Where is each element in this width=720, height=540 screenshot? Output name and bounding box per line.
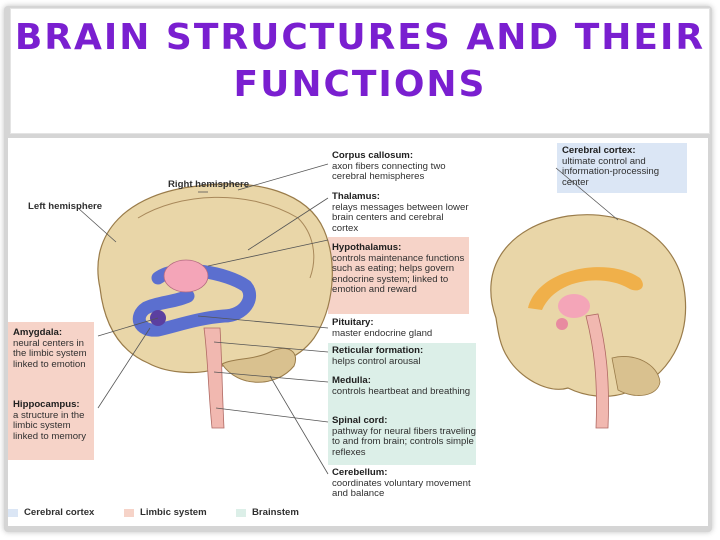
limbic-box-right — [328, 237, 469, 314]
cerebellum-name: Cerebellum: — [332, 467, 388, 478]
thalamus-label: Thalamus: relays messages between lower … — [332, 191, 472, 234]
legend-brainstem-swatch — [236, 508, 246, 517]
left-hemisphere-label: Left hemisphere — [28, 201, 103, 212]
thalamus-right — [558, 294, 590, 318]
left-brain-drawing — [97, 183, 333, 429]
cortex-box — [557, 143, 687, 193]
cerebellum-left — [221, 347, 296, 383]
hippocampus-desc: a structure in the limbic system linked … — [13, 409, 87, 442]
hippocampus-name: Hippocampus: — [13, 399, 80, 410]
legend-cortex-label: Cerebral cortex — [24, 507, 95, 518]
legend-limbic-swatch — [124, 508, 134, 517]
thalamus-name: Thalamus: — [332, 191, 380, 202]
legend-limbic-label: Limbic system — [140, 507, 207, 518]
hypothalamus-label: Hypothalamus: controls maintenance funct… — [332, 242, 470, 296]
right-hemisphere-label: Right hemisphere — [168, 179, 250, 190]
slide-title: BRAIN STRUCTURES AND THEIR FUNCTIONS — [14, 17, 706, 105]
pituitary-desc: master endocrine gland — [332, 327, 433, 339]
medulla-name: Medulla: — [332, 375, 371, 386]
corpus-callosum-shape — [528, 267, 643, 310]
corpus-callosum-label: Corpus callosum: axon fibers connecting … — [332, 150, 472, 183]
medulla-desc: controls heartbeat and breathing — [332, 385, 471, 397]
hypothalamus-name: Hypothalamus: — [332, 242, 402, 253]
hypothalamus-right — [556, 318, 568, 330]
brainstem-box — [328, 343, 476, 465]
right-brain-drawing — [490, 214, 687, 429]
amygdala-desc: neural centers in the limbic system link… — [13, 337, 87, 370]
cerebellum-desc: coordinates voluntary movement and balan… — [332, 477, 471, 500]
hypothalamus-desc: controls maintenance functions such as e… — [332, 252, 465, 296]
reticular-formation-label: Reticular formation: helps control arous… — [332, 345, 476, 367]
cerebral-cortex-desc: ultimate control and information-process… — [562, 155, 660, 188]
cerebellum-label: Cerebellum: coordinates voluntary moveme… — [332, 467, 478, 500]
amygdala-label: Amygdala: neural centers in the limbic s… — [13, 327, 93, 370]
legend-limbic: Limbic system — [124, 507, 207, 518]
brain-diagram: Right hemisphere Left hemisphere Amygdal… — [8, 138, 708, 526]
spinal-cord-desc: pathway for neural fibers traveling to a… — [332, 425, 476, 458]
reticular-formation-name: Reticular formation: — [332, 345, 424, 356]
leader-lines — [77, 163, 619, 475]
spinal-cord-name: Spinal cord: — [332, 415, 388, 426]
brain-illustration — [77, 163, 687, 475]
corpus-callosum-name: Corpus callosum: — [332, 150, 414, 161]
right-hemisphere-surface — [137, 196, 315, 279]
brainstem-right — [585, 313, 609, 429]
amygdala-name: Amygdala: — [13, 327, 63, 338]
limbic-box-left — [8, 322, 94, 460]
medulla-label: Medulla: controls heartbeat and breathin… — [332, 375, 476, 397]
cerebellum-right — [611, 356, 661, 396]
legend-cortex: Cerebral cortex — [8, 507, 94, 518]
thalamus-shape — [163, 259, 209, 293]
reticular-formation-desc: helps control arousal — [332, 355, 421, 367]
thalamus-desc: relays messages between lower brain cent… — [332, 201, 469, 234]
cerebral-cortex-label: Cerebral cortex: ultimate control and in… — [562, 145, 686, 188]
spinal-cord-label: Spinal cord: pathway for neural fibers t… — [332, 415, 478, 458]
legend-brainstem-label: Brainstem — [252, 507, 299, 518]
legend-brainstem: Brainstem — [236, 507, 299, 518]
cerebral-cortex-name: Cerebral cortex: — [562, 145, 636, 156]
hippocampus-shape — [132, 264, 257, 337]
pituitary-name: Pituitary: — [332, 317, 374, 328]
legend-cortex-swatch — [8, 508, 18, 517]
title-panel — [10, 8, 710, 134]
hippocampus-label: Hippocampus: a structure in the limbic s… — [13, 399, 93, 442]
corpus-callosum-desc: axon fibers connecting two cerebral hemi… — [332, 160, 446, 183]
brainstem-left — [203, 327, 225, 429]
pituitary-label: Pituitary: master endocrine gland — [332, 317, 472, 339]
